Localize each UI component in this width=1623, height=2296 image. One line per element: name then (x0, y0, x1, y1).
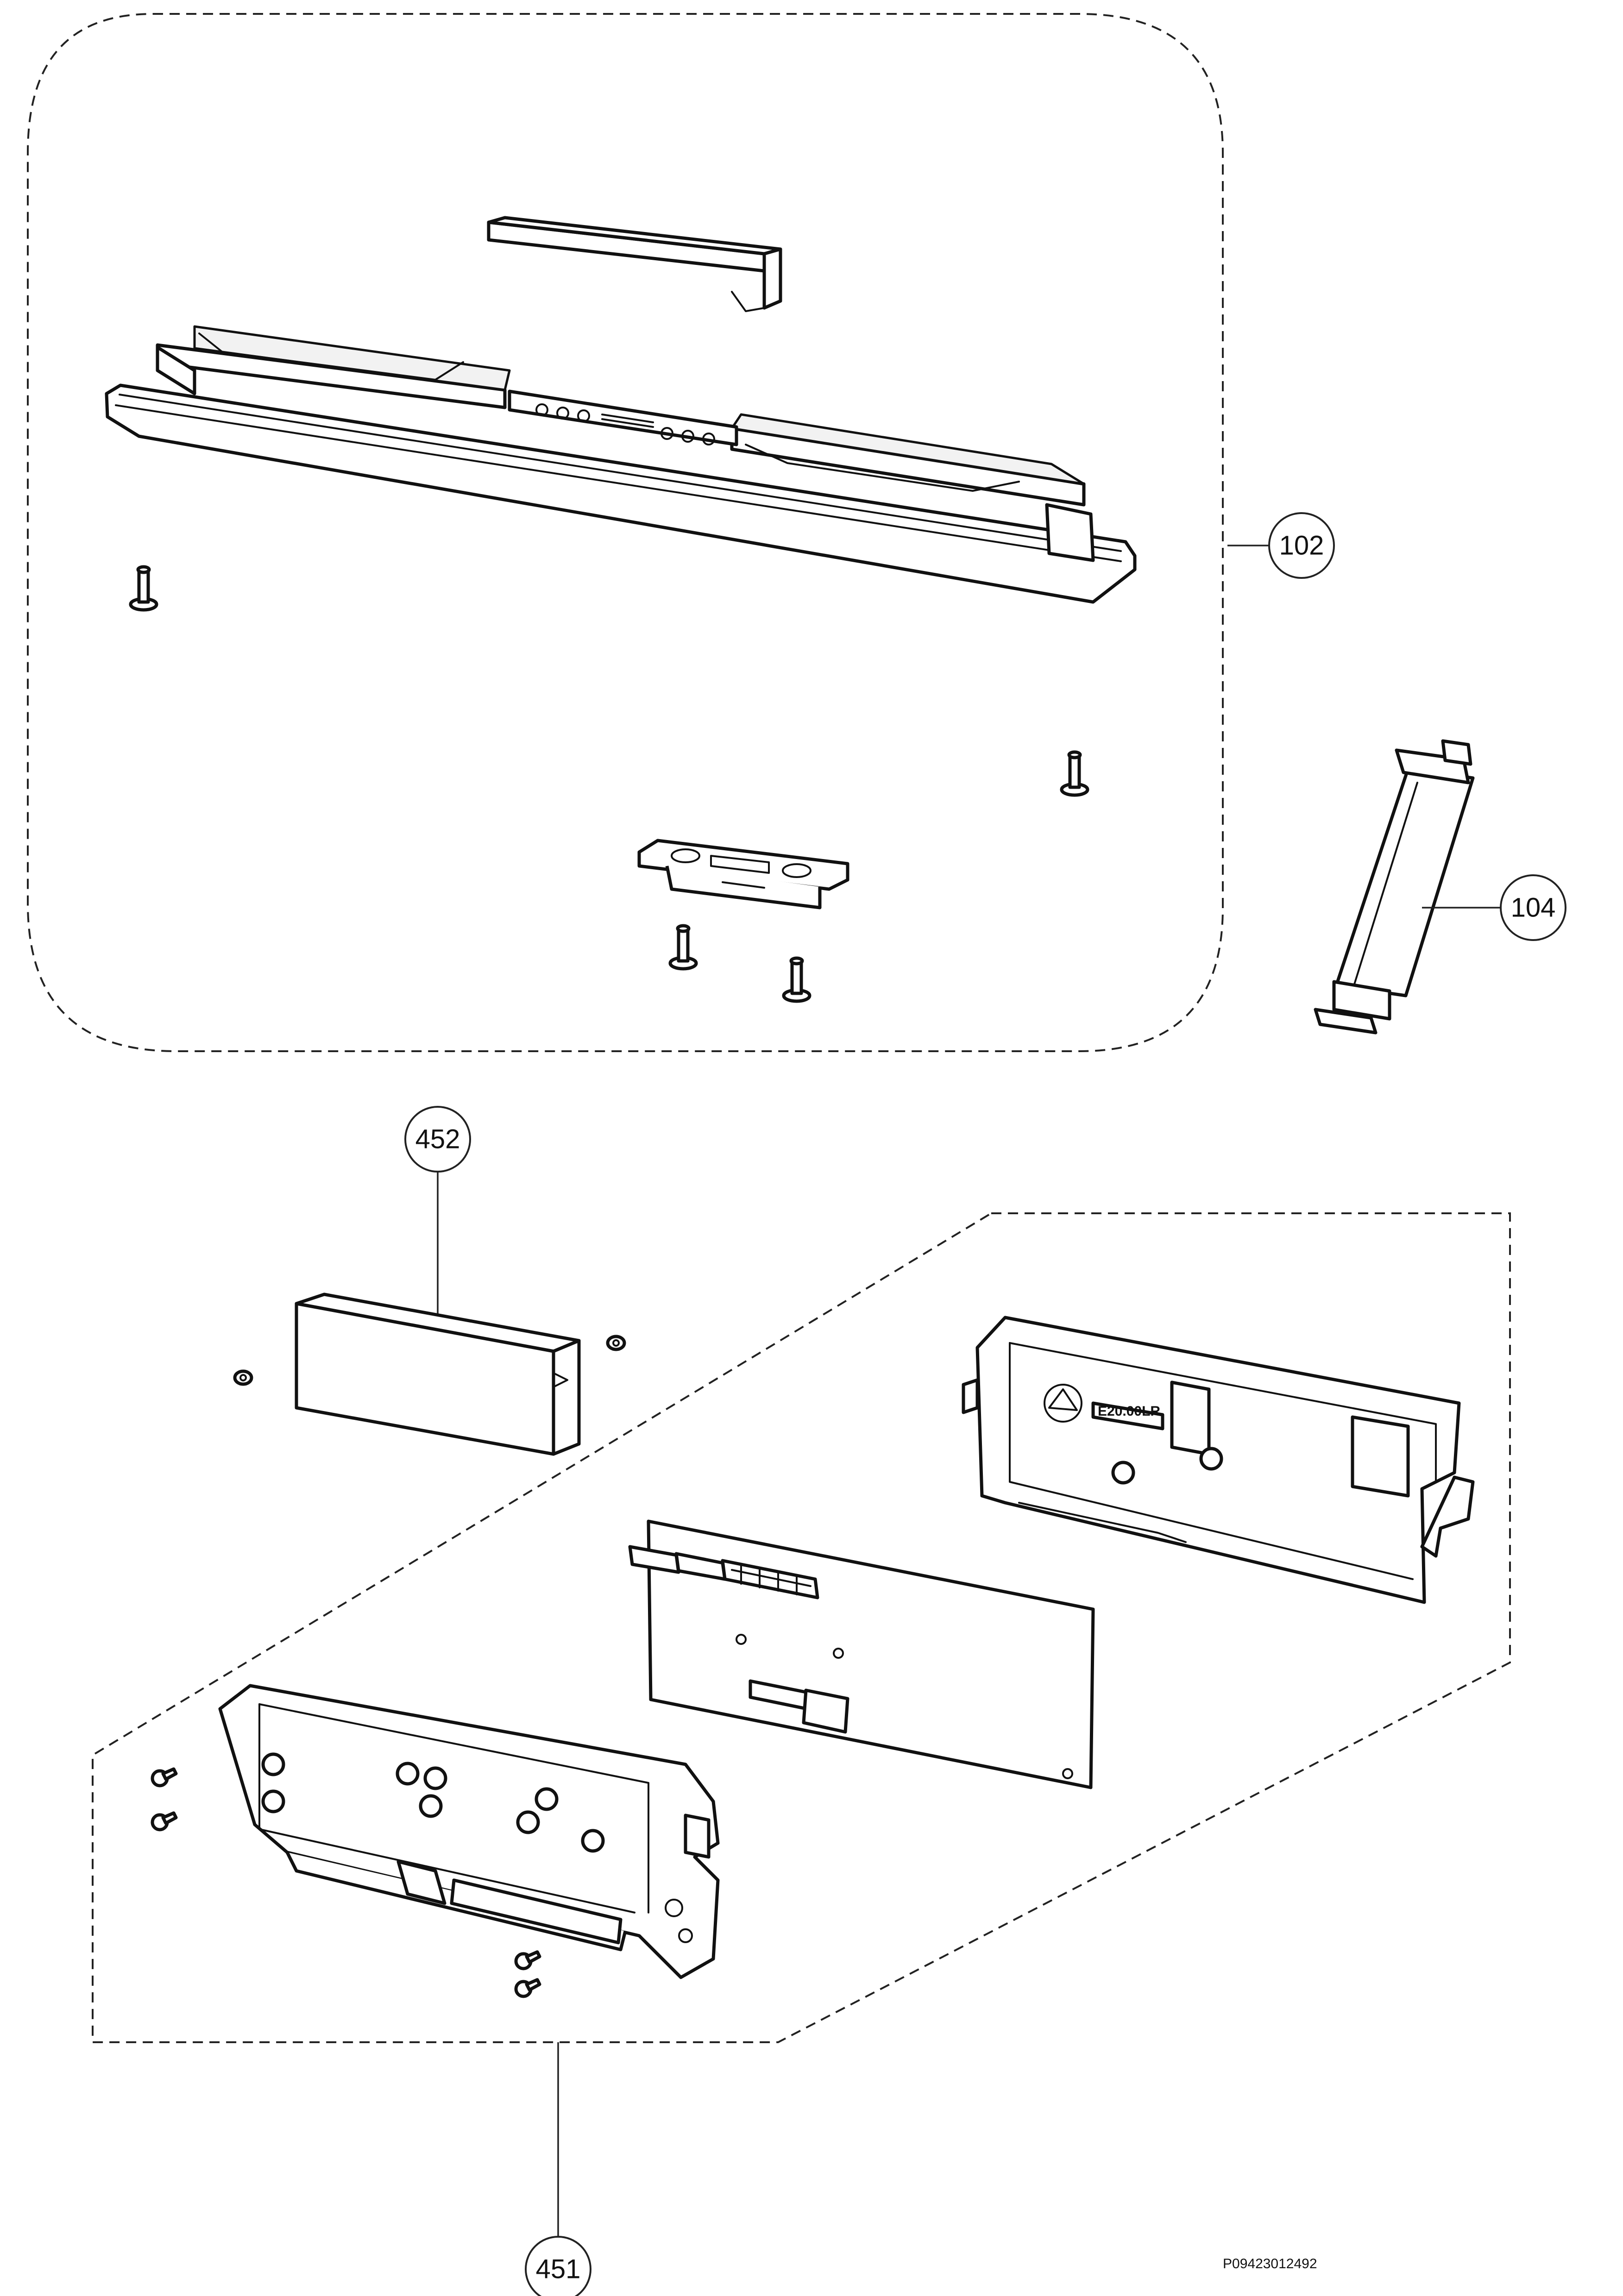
screw-front-4 (514, 1978, 541, 1998)
callout-452[interactable]: 452 (404, 1106, 471, 1173)
screw-front-1 (151, 1767, 178, 1788)
nut-left (233, 1369, 253, 1386)
screw-bracket-left (668, 924, 698, 971)
module-box (295, 1292, 581, 1456)
callout-451[interactable]: 451 (525, 2236, 591, 2296)
callout-104[interactable]: 104 (1500, 874, 1566, 941)
drawing-number: P09423012492 (1223, 2256, 1317, 2271)
pcb-board (628, 1519, 1095, 1789)
screw-bracket-right (782, 956, 812, 1003)
screw-panel-right (1060, 750, 1089, 797)
front-housing (218, 1684, 720, 1979)
callout-452-label: 452 (415, 1124, 460, 1154)
callout-102[interactable]: 102 (1268, 512, 1335, 579)
screw-panel-left (129, 565, 158, 612)
callout-104-label: 104 (1511, 893, 1556, 923)
screw-front-3 (514, 1950, 541, 1970)
panel-cover-strip (487, 216, 782, 312)
nut-right (606, 1335, 626, 1351)
housing-marking: E20.00LR (1098, 1404, 1160, 1419)
group-451-dashed-boundary (92, 1212, 1511, 2043)
lock-bracket (637, 839, 849, 910)
ribbon-cable (1314, 739, 1475, 1035)
callout-102-label: 102 (1279, 531, 1324, 561)
group-102-dashed-boundary (27, 13, 1224, 1052)
control-panel-frame (105, 325, 1137, 604)
callout-451-label: 451 (536, 2254, 581, 2284)
screw-front-2 (151, 1811, 178, 1832)
rear-housing: E20.00LR (962, 1316, 1475, 1604)
